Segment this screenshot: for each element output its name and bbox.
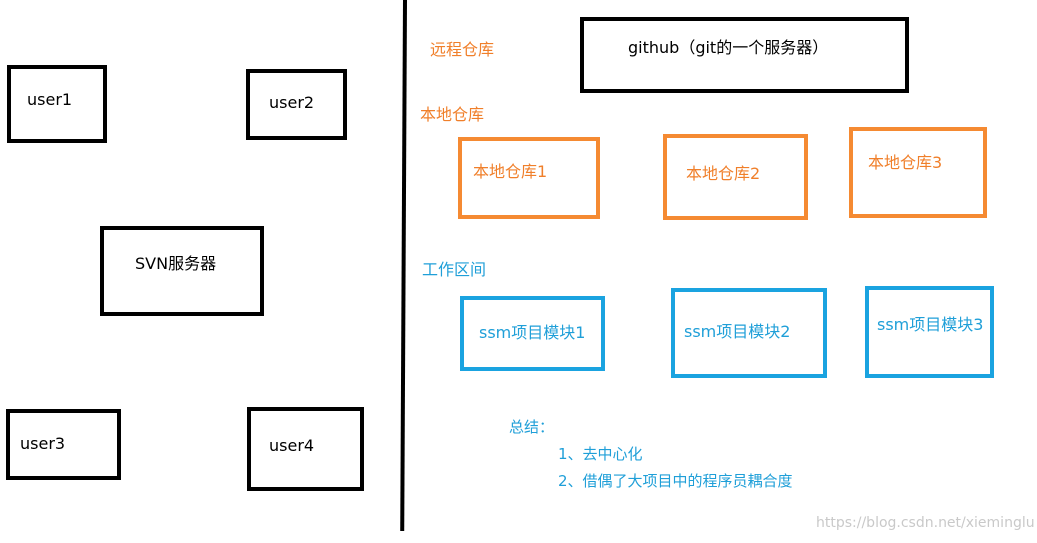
local-repo-1-label: 本地仓库1 bbox=[473, 162, 548, 181]
user2-label: user2 bbox=[269, 93, 315, 112]
watermark-text: https://blog.csdn.net/xieminglu bbox=[816, 515, 1035, 531]
user3-box bbox=[6, 409, 121, 480]
ssm-module-1-box bbox=[460, 296, 605, 371]
workspace-label: 工作区间 bbox=[422, 260, 487, 279]
ssm-module-2-box bbox=[671, 288, 827, 378]
summary-item-2: 2、借偶了大项目中的程序员耦合度 bbox=[558, 472, 793, 490]
summary-title: 总结： bbox=[509, 418, 555, 436]
ssm-module-3-label: ssm项目模块3 bbox=[877, 315, 984, 334]
github-server-box bbox=[580, 17, 909, 93]
local-repo-3-label: 本地仓库3 bbox=[868, 153, 943, 172]
remote-repo-label: 远程仓库 bbox=[430, 40, 495, 59]
ssm-module-2-label: ssm项目模块2 bbox=[684, 322, 791, 341]
user1-label: user1 bbox=[27, 90, 73, 109]
user3-label: user3 bbox=[20, 434, 66, 453]
user2-box bbox=[246, 69, 347, 140]
summary-item-1: 1、去中心化 bbox=[558, 445, 643, 463]
user4-box bbox=[247, 407, 364, 491]
user1-box bbox=[7, 65, 107, 143]
svn-server-label: SVN服务器 bbox=[135, 254, 217, 273]
local-repo-3-box bbox=[849, 127, 987, 218]
local-repo-2-label: 本地仓库2 bbox=[686, 164, 761, 183]
user4-label: user4 bbox=[269, 436, 315, 455]
github-server-label: github（git的一个服务器） bbox=[628, 38, 829, 57]
local-repo-label: 本地仓库 bbox=[420, 105, 485, 124]
local-repo-2-box bbox=[663, 134, 808, 220]
local-repo-1-box bbox=[458, 137, 600, 219]
svn-server-box bbox=[100, 226, 264, 316]
ssm-module-1-label: ssm项目模块1 bbox=[479, 323, 586, 342]
ssm-module-3-box bbox=[865, 286, 994, 378]
divider-line bbox=[400, 0, 407, 532]
